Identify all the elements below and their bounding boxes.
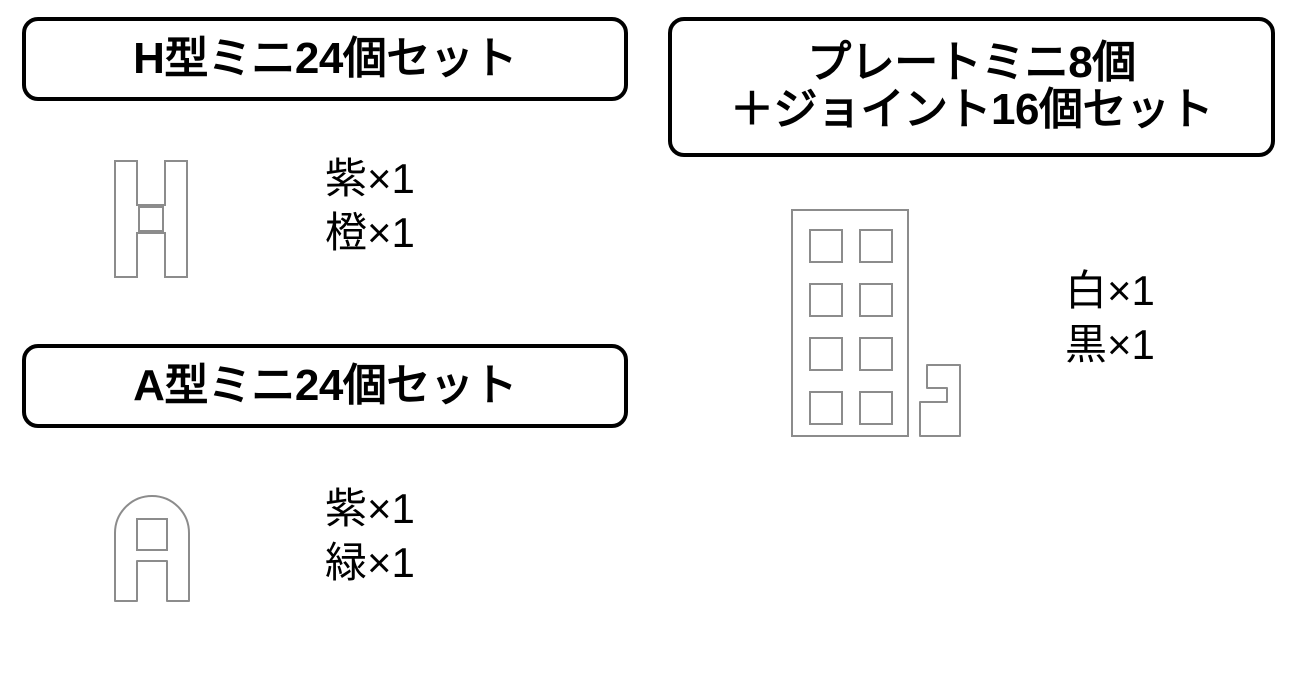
set-block-plate-joint: 白×1 黒×1 — [650, 160, 1300, 490]
color-item: 白×1 — [1065, 267, 1155, 314]
color-list-plate-joint: 白×1 黒×1 — [1065, 264, 1155, 372]
color-item: 紫×1 — [325, 155, 415, 202]
joint-bracket-icon — [919, 364, 961, 437]
plate-8-holes-icon — [791, 209, 909, 437]
plate-and-joint-part-icon — [790, 208, 965, 443]
set-title-banner-plate-joint: プレートミニ8個 ＋ジョイント16個セット — [668, 17, 1275, 157]
a-shape-part-icon — [112, 492, 192, 604]
h-shape-part-icon — [112, 158, 190, 280]
set-title-line: H型ミニ24個セット — [133, 33, 517, 83]
set-title-banner-h-type: H型ミニ24個セット — [22, 17, 628, 101]
color-list-h-type: 紫×1 橙×1 — [325, 152, 415, 260]
set-title-line: プレートミニ8個 — [807, 38, 1136, 88]
set-title-line: A型ミニ24個セット — [133, 360, 517, 410]
color-list-a-type: 紫×1 緑×1 — [325, 482, 415, 590]
color-item: 黒×1 — [1065, 320, 1155, 368]
color-item: 橙×1 — [325, 208, 415, 256]
color-item: 紫×1 — [325, 485, 415, 532]
set-title-banner-a-type: A型ミニ24個セット — [22, 344, 628, 428]
color-item: 緑×1 — [325, 538, 415, 586]
set-block-h-type: 紫×1 橙×1 — [0, 0, 650, 330]
set-block-a-type: 紫×1 緑×1 — [0, 330, 650, 660]
set-title-line: ＋ジョイント16個セット — [730, 85, 1213, 134]
